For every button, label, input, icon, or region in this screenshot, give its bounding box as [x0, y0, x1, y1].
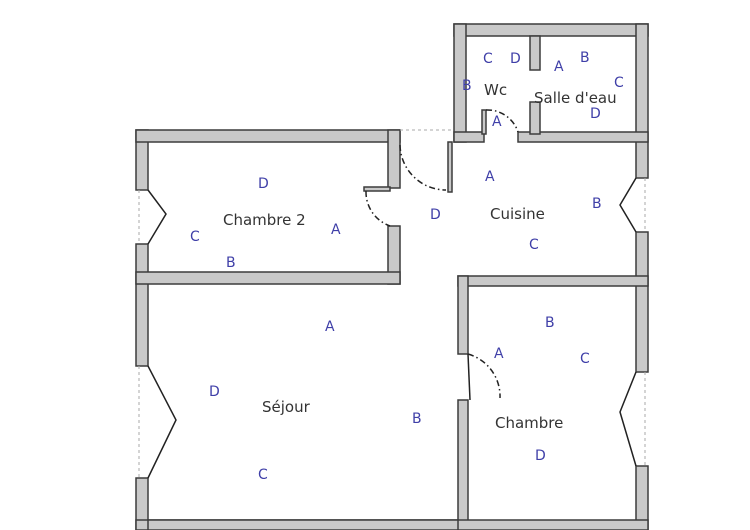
marker: B [226, 255, 236, 271]
windows [138, 177, 646, 479]
door-swing [467, 353, 501, 399]
room-label-sejour: Séjour [262, 398, 311, 416]
marker: B [412, 411, 422, 427]
wall [453, 131, 485, 143]
marker: A [331, 222, 341, 238]
wall [635, 23, 649, 179]
door-swing [365, 190, 391, 227]
wall [635, 231, 649, 373]
room-labels: Chambre 2 Wc Salle d'eau Cuisine Séjour … [223, 81, 617, 432]
wall [135, 271, 401, 285]
wall [529, 101, 541, 135]
window-leaf [147, 189, 167, 245]
window-leaf [147, 365, 177, 479]
wall [457, 399, 469, 530]
marker: A [492, 114, 502, 130]
wall [447, 141, 453, 193]
wall [147, 519, 459, 530]
wall [457, 275, 469, 355]
marker: A [325, 319, 335, 335]
wall [635, 465, 649, 530]
marker: D [209, 384, 220, 400]
marker: C [258, 467, 268, 483]
door-swing [399, 144, 447, 191]
door-swing [485, 109, 519, 133]
room-label-salle-eau: Salle d'eau [534, 89, 617, 107]
door-leaf [467, 353, 471, 401]
window-leaf [619, 371, 637, 467]
wall [135, 477, 149, 530]
wall [453, 23, 649, 37]
wall [363, 186, 391, 192]
marker: D [510, 51, 521, 67]
marker: D [535, 448, 546, 464]
marker: C [614, 75, 624, 91]
room-label-chambre-2: Chambre 2 [223, 211, 306, 229]
marker: A [554, 59, 564, 75]
wall [135, 243, 149, 367]
window-leaf [619, 177, 637, 233]
marker: C [483, 51, 493, 67]
doors [365, 109, 519, 401]
wall [387, 129, 401, 189]
marker: A [485, 169, 495, 185]
wall [481, 109, 487, 135]
wall-markers: D C B A C D B A A B C D A D B C A D B C … [190, 50, 624, 483]
marker: B [545, 315, 555, 331]
marker: D [430, 207, 441, 223]
marker: C [529, 237, 539, 253]
room-label-wc: Wc [484, 81, 507, 99]
wall [529, 35, 541, 71]
wall [135, 129, 401, 143]
marker: D [590, 106, 601, 122]
marker: B [462, 78, 472, 94]
wall [457, 275, 649, 287]
wall [517, 131, 649, 143]
marker: C [580, 351, 590, 367]
marker: B [592, 196, 602, 212]
room-label-cuisine: Cuisine [490, 205, 545, 223]
marker: B [580, 50, 590, 66]
room-label-chambre: Chambre [495, 414, 563, 432]
walls [135, 23, 649, 530]
marker: C [190, 229, 200, 245]
marker: A [494, 346, 504, 362]
marker: D [258, 176, 269, 192]
